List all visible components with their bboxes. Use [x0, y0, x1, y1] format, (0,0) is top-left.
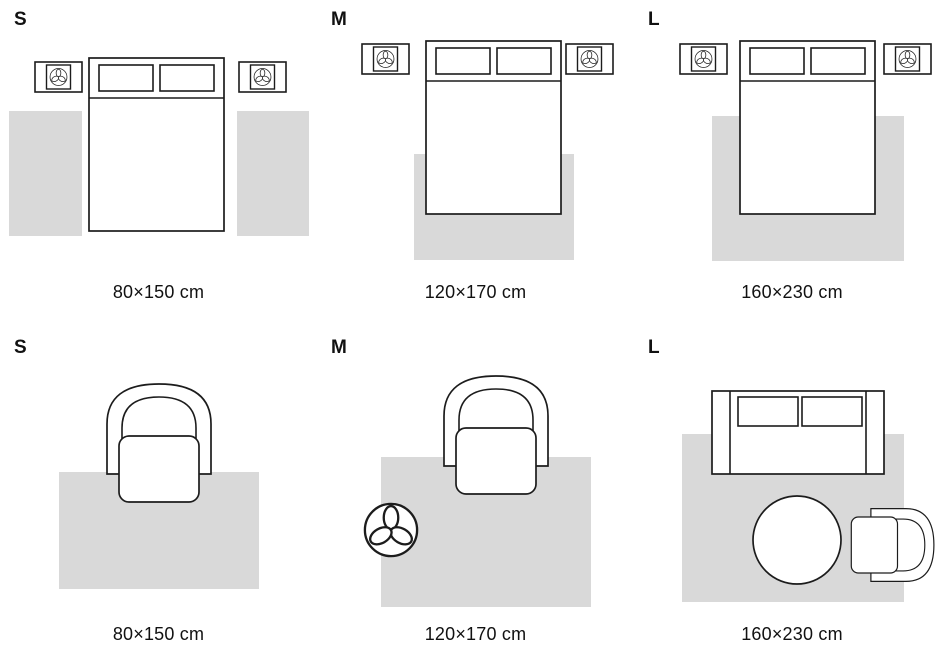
bed-icon	[739, 40, 876, 215]
size-letter: L	[648, 337, 660, 358]
rug-right	[236, 111, 309, 236]
size-letter: S	[14, 9, 27, 30]
round-table-icon	[752, 495, 842, 585]
nightstand-icon	[239, 62, 286, 92]
armchair-icon	[850, 508, 935, 582]
size-dimensions: 160×230 cm	[741, 282, 843, 302]
size-cell-living-l: L 160×230 cm	[634, 318, 950, 645]
nightstand-icon	[566, 44, 613, 74]
size-dimensions: 120×170 cm	[424, 282, 527, 302]
nightstand-icon	[884, 44, 931, 74]
sofa-icon	[711, 390, 885, 475]
size-cell-living-m: M 120×170 cm	[317, 318, 634, 645]
size-dimensions: 120×170 cm	[424, 624, 527, 644]
size-letter: S	[14, 337, 27, 358]
size-cell-living-s: S 80×150 cm	[0, 318, 317, 645]
armchair-icon	[105, 383, 212, 503]
size-cell-bedroom-s: S 80×150 cm	[0, 0, 317, 318]
plant-icon	[364, 504, 416, 556]
size-letter: M	[331, 337, 348, 358]
living-medium-diagram	[326, 375, 591, 607]
size-letter: M	[331, 9, 348, 30]
rug-left	[8, 111, 82, 236]
bedroom-small-diagram	[8, 57, 309, 236]
size-dimensions: 80×150 cm	[112, 282, 205, 302]
nightstand-icon	[680, 44, 727, 74]
bedroom-row: S 80×150 cm M 120×170 cm L	[0, 0, 950, 318]
bed-icon	[87, 57, 225, 232]
size-cell-bedroom-m: M 120×170 cm	[317, 0, 634, 318]
size-dimensions: 80×150 cm	[112, 624, 205, 644]
size-letter: L	[648, 9, 660, 30]
living-large-diagram	[682, 390, 935, 602]
bed-icon	[424, 40, 562, 215]
size-dimensions: 160×230 cm	[741, 624, 843, 644]
armchair-icon	[442, 375, 549, 495]
size-cell-bedroom-l: L 160×230 cm	[634, 0, 950, 318]
bedroom-medium-diagram	[326, 40, 626, 260]
nightstand-icon	[362, 44, 409, 74]
living-small-diagram	[58, 383, 259, 589]
nightstand-icon	[35, 62, 82, 92]
bedroom-large-diagram	[642, 40, 942, 261]
living-room-row: S 80×150 cm M 120×170 cm L	[0, 318, 950, 645]
